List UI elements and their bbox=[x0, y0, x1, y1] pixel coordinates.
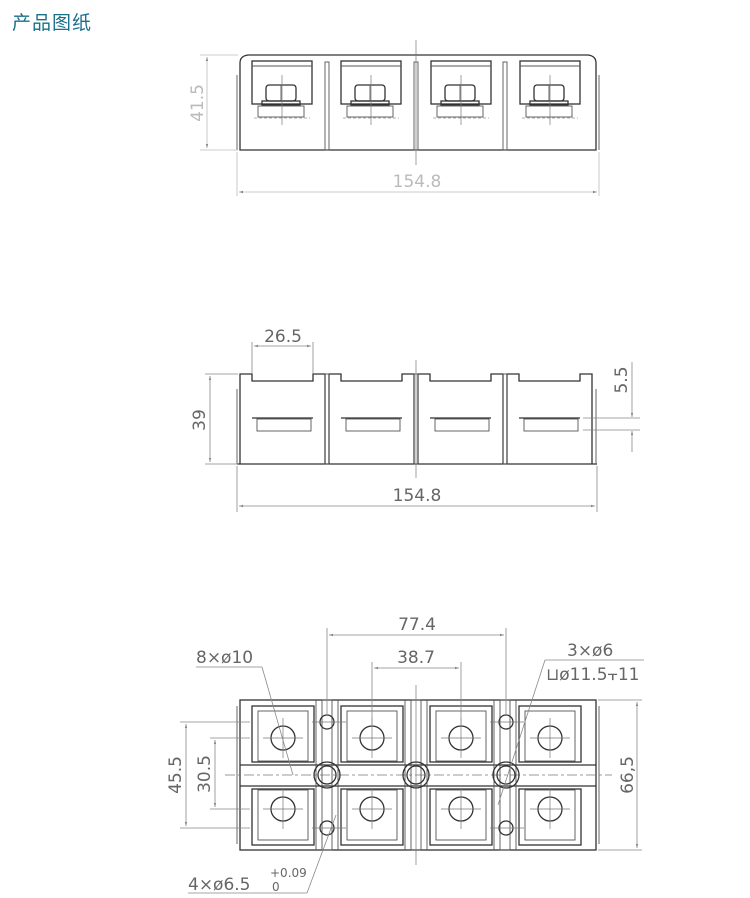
mount-tol-upper: +0.09 bbox=[270, 866, 307, 880]
total-height-dim: 66,5 bbox=[618, 756, 638, 794]
center-hole-callout-2: ⊔ø11.5⫟11 bbox=[546, 665, 639, 685]
mount-tol-lower: 0 bbox=[272, 880, 280, 894]
center-hole bbox=[313, 761, 341, 789]
front-width-dim: 154.8 bbox=[393, 486, 442, 506]
terminal-hole-callout: 8×ø10 bbox=[196, 648, 253, 668]
pitch-outer-dim: 77.4 bbox=[398, 615, 436, 635]
inner-height-dim: 30.5 bbox=[195, 755, 215, 793]
bottom-view: 77.4 38.7 8×ø10 3×ø6 ⊔ø11.5⫟11 4×ø6.5 +0… bbox=[166, 615, 644, 895]
slot-width-dim: 26.5 bbox=[264, 327, 302, 347]
pitch-inner-dim: 38.7 bbox=[397, 648, 435, 668]
front-terminal bbox=[252, 417, 313, 432]
terminal-hole bbox=[263, 718, 303, 758]
center-hole-callout-1: 3×ø6 bbox=[567, 641, 613, 661]
page-title: 产品图纸 bbox=[12, 12, 93, 34]
top-width-dim: 154.8 bbox=[393, 172, 442, 192]
top-view: 41.5 154.8 bbox=[188, 40, 600, 196]
front-height-dim: 39 bbox=[190, 409, 210, 431]
outer-height-dim: 45.5 bbox=[166, 756, 186, 794]
top-height-dim: 41.5 bbox=[188, 84, 208, 122]
front-view: 26.5 39 5.5 154.8 bbox=[190, 327, 640, 512]
step-dim: 5.5 bbox=[612, 366, 632, 393]
mount-hole-callout: 4×ø6.5 bbox=[188, 875, 251, 895]
top-terminal bbox=[251, 60, 313, 125]
